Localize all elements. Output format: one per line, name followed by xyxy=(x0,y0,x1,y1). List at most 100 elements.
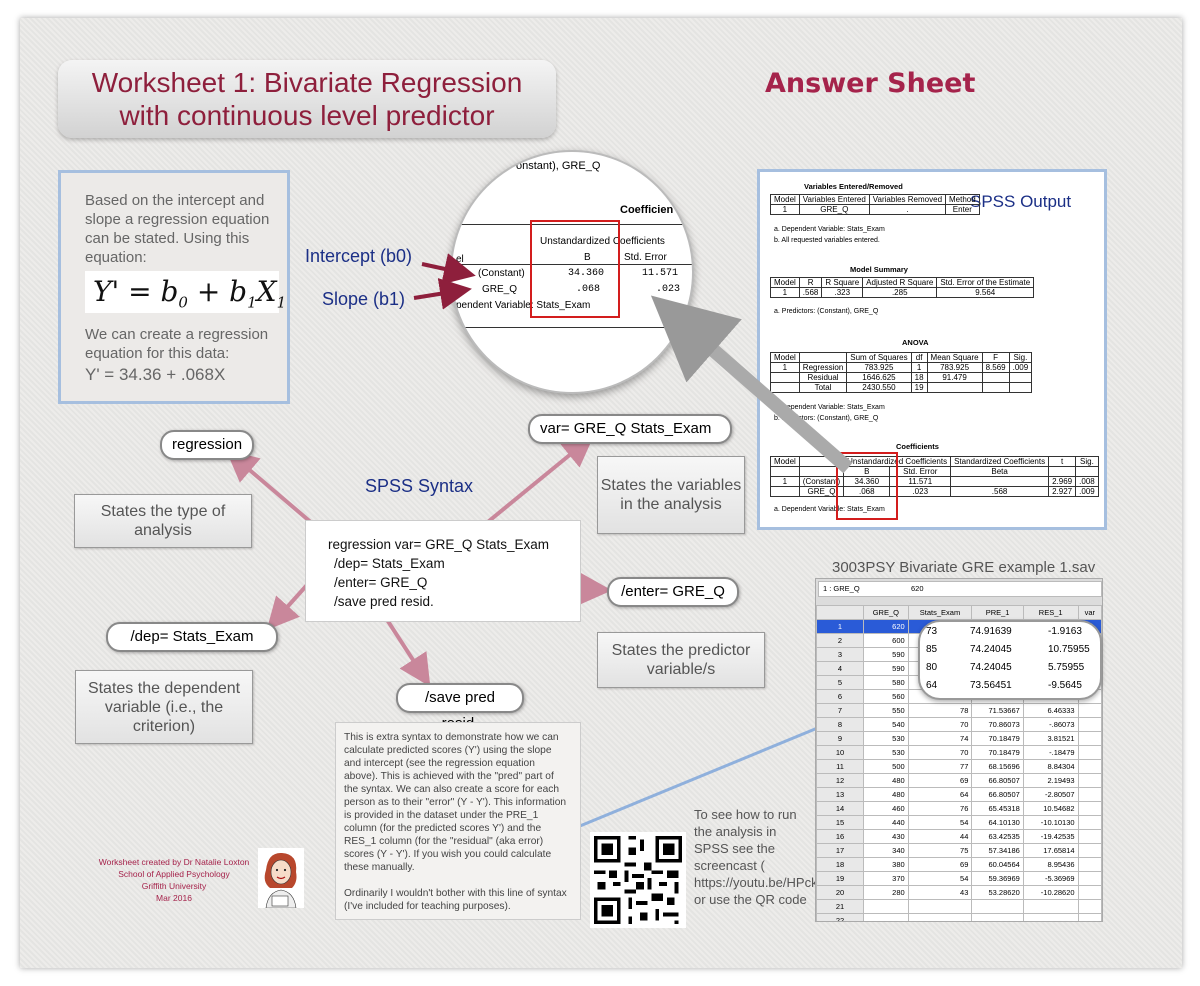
grid-cell[interactable] xyxy=(907,913,973,921)
grid-cell[interactable] xyxy=(1077,899,1102,914)
grid-cell[interactable]: 60.04564 xyxy=(971,857,1024,872)
grid-cell[interactable]: 54 xyxy=(907,871,973,886)
grid-cell[interactable]: 75 xyxy=(907,843,973,858)
grid-cell[interactable] xyxy=(1077,759,1102,774)
grid-cell[interactable] xyxy=(1022,913,1079,921)
grid-cell[interactable]: -10.28620 xyxy=(1022,885,1079,900)
grid-cell[interactable]: 620 xyxy=(863,619,909,634)
grid-cell[interactable]: 70.18479 xyxy=(971,745,1024,760)
grid-cell[interactable]: 77 xyxy=(907,759,973,774)
grid-cell[interactable]: 440 xyxy=(863,815,909,830)
row-number[interactable]: 13 xyxy=(816,787,864,802)
grid-cell[interactable] xyxy=(1077,773,1102,788)
row-number[interactable]: 6 xyxy=(816,689,864,704)
row-number[interactable]: 21 xyxy=(816,899,864,914)
grid-cell[interactable]: 600 xyxy=(863,633,909,648)
grid-cell[interactable] xyxy=(863,899,909,914)
grid-cell[interactable]: 530 xyxy=(863,745,909,760)
grid-cell[interactable]: 280 xyxy=(863,885,909,900)
grid-cell[interactable]: 550 xyxy=(863,703,909,718)
grid-cell[interactable]: -.18479 xyxy=(1022,745,1079,760)
grid-cell[interactable]: 63.42535 xyxy=(971,829,1024,844)
grid-cell[interactable]: 71.53667 xyxy=(971,703,1024,718)
row-number[interactable]: 15 xyxy=(816,815,864,830)
row-number[interactable]: 16 xyxy=(816,829,864,844)
grid-cell[interactable]: 530 xyxy=(863,731,909,746)
grid-cell[interactable] xyxy=(1022,899,1079,914)
grid-cell[interactable]: 480 xyxy=(863,787,909,802)
grid-cell[interactable]: 370 xyxy=(863,871,909,886)
grid-cell[interactable]: 3.81521 xyxy=(1022,731,1079,746)
grid-cell[interactable]: 560 xyxy=(863,689,909,704)
grid-cell[interactable]: 480 xyxy=(863,773,909,788)
grid-cell[interactable]: 540 xyxy=(863,717,909,732)
grid-cell[interactable] xyxy=(1077,843,1102,858)
grid-cell[interactable]: 8.95436 xyxy=(1022,857,1079,872)
grid-cell[interactable]: 590 xyxy=(863,647,909,662)
grid-cell[interactable]: 380 xyxy=(863,857,909,872)
grid-cell[interactable]: 53.28620 xyxy=(971,885,1024,900)
grid-cell[interactable]: -5.36969 xyxy=(1022,871,1079,886)
row-number[interactable]: 10 xyxy=(816,745,864,760)
qr-code[interactable] xyxy=(590,832,686,928)
grid-cell[interactable]: 76 xyxy=(907,801,973,816)
grid-cell[interactable]: 66.80507 xyxy=(971,773,1024,788)
row-number[interactable]: 12 xyxy=(816,773,864,788)
grid-cell[interactable]: 70.86073 xyxy=(971,717,1024,732)
grid-cell[interactable] xyxy=(1077,829,1102,844)
row-number[interactable]: 1 xyxy=(816,619,864,634)
grid-header-cell[interactable] xyxy=(816,605,864,620)
grid-cell[interactable] xyxy=(1077,787,1102,802)
grid-cell[interactable]: 54 xyxy=(907,815,973,830)
grid-cell[interactable]: 57.34186 xyxy=(971,843,1024,858)
grid-cell[interactable]: -10.10130 xyxy=(1022,815,1079,830)
grid-cell[interactable] xyxy=(1077,801,1102,816)
row-number[interactable]: 4 xyxy=(816,661,864,676)
grid-cell[interactable] xyxy=(1077,871,1102,886)
grid-cell[interactable]: 70 xyxy=(907,745,973,760)
grid-header-cell[interactable]: Stats_Exam xyxy=(907,605,973,620)
row-number[interactable]: 8 xyxy=(816,717,864,732)
grid-cell[interactable] xyxy=(971,899,1024,914)
grid-cell[interactable]: 64 xyxy=(907,787,973,802)
grid-cell[interactable]: 500 xyxy=(863,759,909,774)
grid-cell[interactable]: 8.84304 xyxy=(1022,759,1079,774)
grid-cell[interactable]: 68.15696 xyxy=(971,759,1024,774)
grid-cell[interactable]: 580 xyxy=(863,675,909,690)
row-number[interactable]: 17 xyxy=(816,843,864,858)
grid-cell[interactable] xyxy=(863,913,909,921)
row-number[interactable]: 22 xyxy=(816,913,864,921)
row-number[interactable]: 20 xyxy=(816,885,864,900)
grid-cell[interactable]: 65.45318 xyxy=(971,801,1024,816)
grid-cell[interactable]: 64.10130 xyxy=(971,815,1024,830)
grid-row[interactable]: 22 xyxy=(816,913,1102,921)
grid-cell[interactable]: 17.65814 xyxy=(1022,843,1079,858)
grid-cell[interactable] xyxy=(1077,745,1102,760)
grid-cell[interactable]: 70 xyxy=(907,717,973,732)
grid-cell[interactable]: 59.36969 xyxy=(971,871,1024,886)
grid-header-cell[interactable]: PRE_1 xyxy=(971,605,1024,620)
grid-cell[interactable] xyxy=(907,899,973,914)
grid-header-cell[interactable]: var xyxy=(1077,605,1102,620)
row-number[interactable]: 2 xyxy=(816,633,864,648)
row-number[interactable]: 9 xyxy=(816,731,864,746)
grid-cell[interactable]: 66.80507 xyxy=(971,787,1024,802)
grid-header-cell[interactable]: GRE_Q xyxy=(863,605,909,620)
grid-row[interactable]: 21 xyxy=(816,899,1102,914)
grid-cell[interactable] xyxy=(1077,885,1102,900)
row-number[interactable]: 7 xyxy=(816,703,864,718)
row-number[interactable]: 19 xyxy=(816,871,864,886)
